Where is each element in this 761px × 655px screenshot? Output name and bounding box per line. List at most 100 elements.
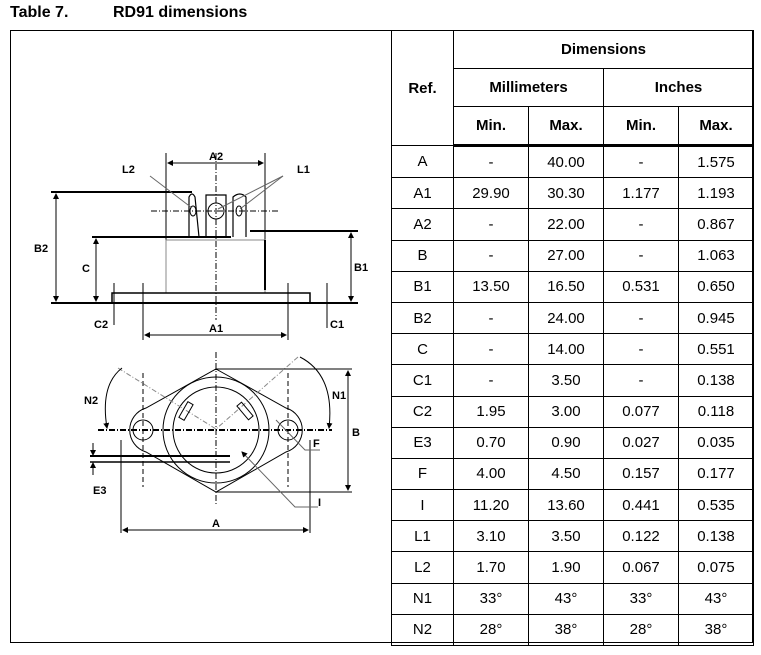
- label-C1: C1: [330, 319, 344, 331]
- table-number: Table 7.: [10, 4, 69, 21]
- ref-cell: B2: [391, 301, 454, 335]
- label-N1: N1: [332, 390, 346, 402]
- value-cell: 0.90: [528, 426, 604, 459]
- ref-cell: N1: [391, 582, 454, 615]
- table-row: C-14.00-0.551: [391, 333, 754, 366]
- table-row: B-27.00-1.063: [391, 239, 754, 272]
- ref-cell: N2: [391, 613, 454, 647]
- value-cell: 0.650: [678, 270, 754, 303]
- inches-header: Inches: [603, 68, 754, 107]
- value-cell: 0.035: [678, 426, 754, 459]
- value-cell: 0.077: [603, 395, 679, 428]
- value-cell: 33°: [603, 582, 679, 615]
- value-cell: -: [453, 239, 529, 272]
- value-cell: 0.177: [678, 457, 754, 491]
- label-I: I: [318, 497, 321, 509]
- ref-header: Ref.: [391, 30, 454, 146]
- value-cell: 1.95: [453, 395, 529, 428]
- dimensions-table: Ref. Dimensions Millimeters Inches Min. …: [391, 30, 754, 647]
- ref-cell: A1: [391, 177, 454, 210]
- value-cell: 27.00: [528, 239, 604, 272]
- package-drawing: A2 L2 L1 B2 C B1 C2 C1 A1 N2 N1 B F E3 I…: [34, 151, 368, 533]
- label-A1: A1: [209, 323, 223, 335]
- dimensions-header: Dimensions: [453, 30, 754, 69]
- value-cell: 1.193: [678, 177, 754, 210]
- value-cell: 13.60: [528, 489, 604, 522]
- inch-max-header: Max.: [678, 106, 754, 147]
- value-cell: -: [603, 364, 679, 397]
- value-cell: 38°: [528, 613, 604, 647]
- value-cell: 28°: [453, 613, 529, 647]
- value-cell: -: [603, 239, 679, 272]
- value-cell: 0.441: [603, 489, 679, 522]
- value-cell: -: [603, 208, 679, 241]
- value-cell: 0.535: [678, 489, 754, 522]
- label-C2: C2: [94, 319, 108, 331]
- value-cell: 1.90: [528, 551, 604, 584]
- value-cell: 0.067: [603, 551, 679, 584]
- value-cell: 4.50: [528, 457, 604, 491]
- value-cell: 29.90: [453, 177, 529, 210]
- value-cell: 1.177: [603, 177, 679, 210]
- value-cell: 43°: [678, 582, 754, 615]
- label-N2: N2: [84, 395, 98, 407]
- ref-cell: B: [391, 239, 454, 272]
- value-cell: 4.00: [453, 457, 529, 491]
- mm-min-header: Min.: [453, 106, 529, 147]
- value-cell: 0.122: [603, 520, 679, 553]
- millimeters-header: Millimeters: [453, 68, 604, 107]
- value-cell: -: [453, 364, 529, 397]
- value-cell: 43°: [528, 582, 604, 615]
- ref-cell: A2: [391, 208, 454, 241]
- value-cell: 1.063: [678, 239, 754, 272]
- label-F: F: [313, 438, 320, 450]
- ref-cell: E3: [391, 426, 454, 459]
- ref-cell: F: [391, 457, 454, 491]
- value-cell: 0.531: [603, 270, 679, 303]
- table-row: A2-22.00-0.867: [391, 208, 754, 241]
- value-cell: -: [453, 208, 529, 241]
- value-cell: 1.70: [453, 551, 529, 584]
- value-cell: 0.118: [678, 395, 754, 428]
- value-cell: -: [603, 144, 679, 179]
- value-cell: 33°: [453, 582, 529, 615]
- ref-cell: L1: [391, 520, 454, 553]
- value-cell: 0.70: [453, 426, 529, 459]
- table-row: A-40.00-1.575: [391, 144, 754, 179]
- mm-max-header: Max.: [528, 106, 604, 147]
- label-B2: B2: [34, 243, 48, 255]
- value-cell: 3.00: [528, 395, 604, 428]
- value-cell: 0.138: [678, 364, 754, 397]
- ref-cell: L2: [391, 551, 454, 584]
- label-L1: L1: [297, 164, 310, 176]
- value-cell: -: [453, 301, 529, 335]
- table-row: C1-3.50-0.138: [391, 364, 754, 397]
- label-B: B: [352, 427, 360, 439]
- value-cell: 0.027: [603, 426, 679, 459]
- value-cell: -: [453, 333, 529, 366]
- value-cell: 16.50: [528, 270, 604, 303]
- value-cell: 40.00: [528, 144, 604, 179]
- value-cell: 24.00: [528, 301, 604, 335]
- value-cell: 3.50: [528, 364, 604, 397]
- value-cell: -: [453, 144, 529, 179]
- value-cell: 0.138: [678, 520, 754, 553]
- value-cell: 13.50: [453, 270, 529, 303]
- label-A2: A2: [209, 151, 223, 163]
- value-cell: 14.00: [528, 333, 604, 366]
- label-A: A: [212, 518, 220, 530]
- value-cell: 0.945: [678, 301, 754, 335]
- value-cell: -: [603, 301, 679, 335]
- ref-cell: I: [391, 489, 454, 522]
- ref-cell: C: [391, 333, 454, 366]
- ref-cell: C1: [391, 364, 454, 397]
- ref-cell: A: [391, 144, 454, 179]
